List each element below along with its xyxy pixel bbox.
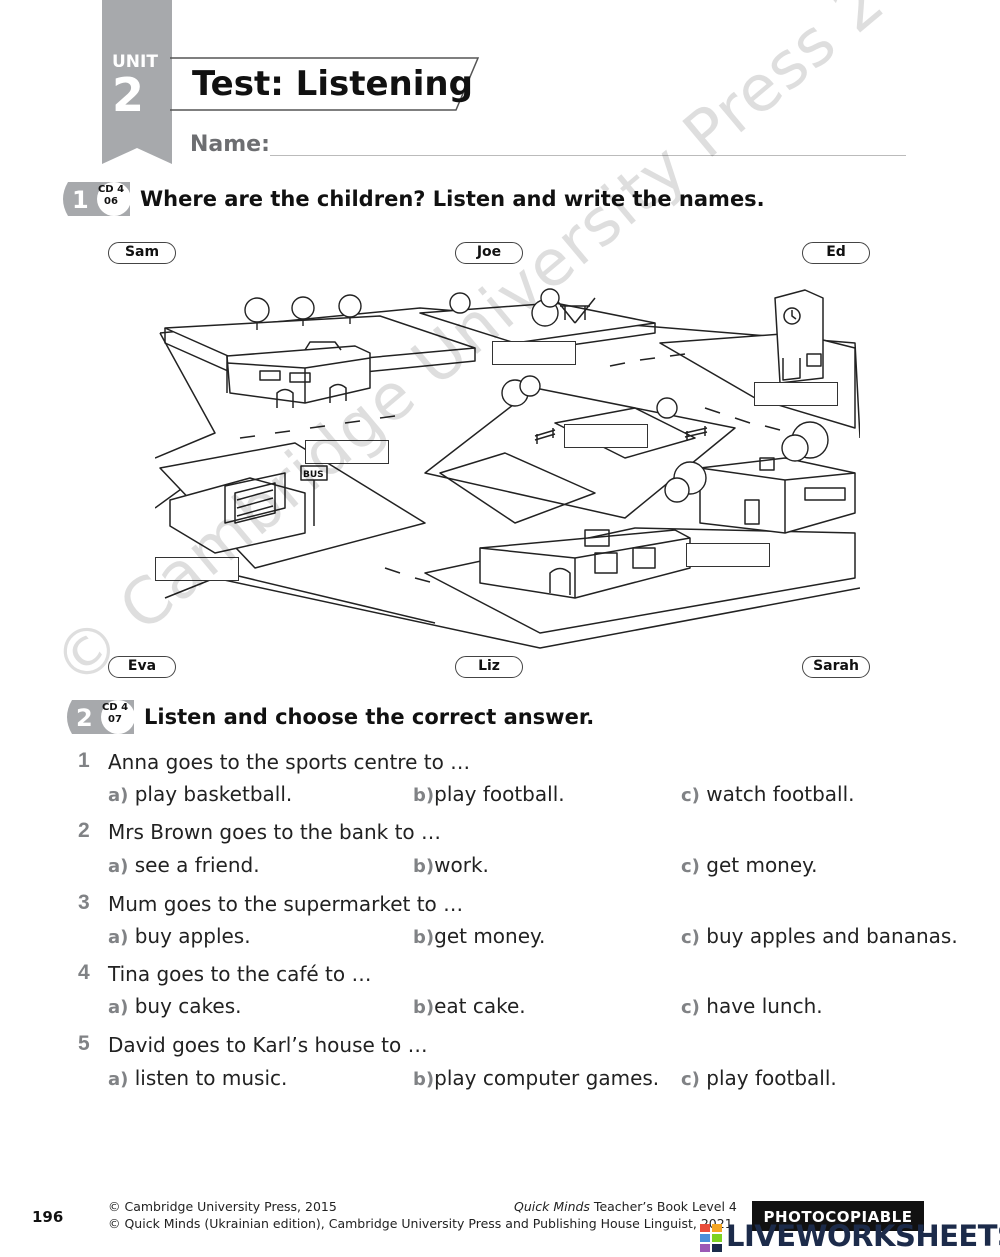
q1-option-a[interactable]: a) play basketball. <box>108 782 293 806</box>
page-number: 196 <box>32 1208 64 1226</box>
title-frame <box>170 57 480 111</box>
name-pill-liz: Liz <box>455 656 523 678</box>
book-reference: Quick Minds Teacher’s Book Level 4 <box>514 1199 737 1214</box>
unit-word: UNIT <box>112 52 158 72</box>
q3-option-c[interactable]: c) buy apples and bananas. <box>681 924 958 948</box>
q5-option-c[interactable]: c) play football. <box>681 1066 837 1090</box>
answer-box-building-right[interactable] <box>686 543 770 567</box>
q4-option-a[interactable]: a) buy cakes. <box>108 994 242 1018</box>
q3-option-b[interactable]: b)get money. <box>413 924 546 948</box>
copyright-line-2: © Quick Minds (Ukrainian edition), Cambr… <box>108 1216 733 1231</box>
name-label: Name: <box>190 132 270 157</box>
q4-option-b[interactable]: b)eat cake. <box>413 994 526 1018</box>
section-1-title: Where are the children? Listen and write… <box>140 187 765 211</box>
copyright-line-1: © Cambridge University Press, 2015 <box>108 1199 337 1214</box>
q2-option-a[interactable]: a) see a friend. <box>108 853 260 877</box>
liveworksheets-logo-icon <box>700 1224 722 1252</box>
section-1-number: 1 <box>72 186 89 214</box>
answer-box-underground[interactable] <box>155 557 239 581</box>
name-pill-sarah: Sarah <box>802 656 870 678</box>
section-2-title: Listen and choose the correct answer. <box>144 705 595 729</box>
q2-option-b[interactable]: b)work. <box>413 853 489 877</box>
svg-text:BUS: BUS <box>303 470 324 480</box>
name-pill-sam: Sam <box>108 242 176 264</box>
q5-option-a[interactable]: a) listen to music. <box>108 1066 288 1090</box>
q1-option-c[interactable]: c) watch football. <box>681 782 855 806</box>
name-pill-ed: Ed <box>802 242 870 264</box>
section-1-badge <box>63 182 130 216</box>
answer-box-sports-centre[interactable] <box>492 341 576 365</box>
answer-box-park[interactable] <box>564 424 648 448</box>
q5-option-b[interactable]: b)play computer games. <box>413 1066 660 1090</box>
unit-tab <box>102 0 172 164</box>
answer-box-clock-tower[interactable] <box>754 382 838 406</box>
answer-box-road[interactable] <box>305 440 389 464</box>
page-title: Test: Listening <box>192 64 473 104</box>
liveworksheets-brand[interactable]: LIVEWORKSHEETS <box>726 1219 1000 1253</box>
q2-option-c[interactable]: c) get money. <box>681 853 818 877</box>
q4-option-c[interactable]: c) have lunch. <box>681 994 823 1018</box>
name-pill-joe: Joe <box>455 242 523 264</box>
section-2-number: 2 <box>76 704 93 732</box>
name-line[interactable] <box>270 155 906 156</box>
section-2-badge <box>67 700 134 734</box>
name-pill-eva: Eva <box>108 656 176 678</box>
town-map: BUS <box>155 288 860 649</box>
photocopiable-badge: PHOTOCOPIABLE <box>752 1201 924 1231</box>
q3-option-a[interactable]: a) buy apples. <box>108 924 251 948</box>
q1-option-b[interactable]: b)play football. <box>413 782 565 806</box>
unit-number: 2 <box>112 68 145 122</box>
